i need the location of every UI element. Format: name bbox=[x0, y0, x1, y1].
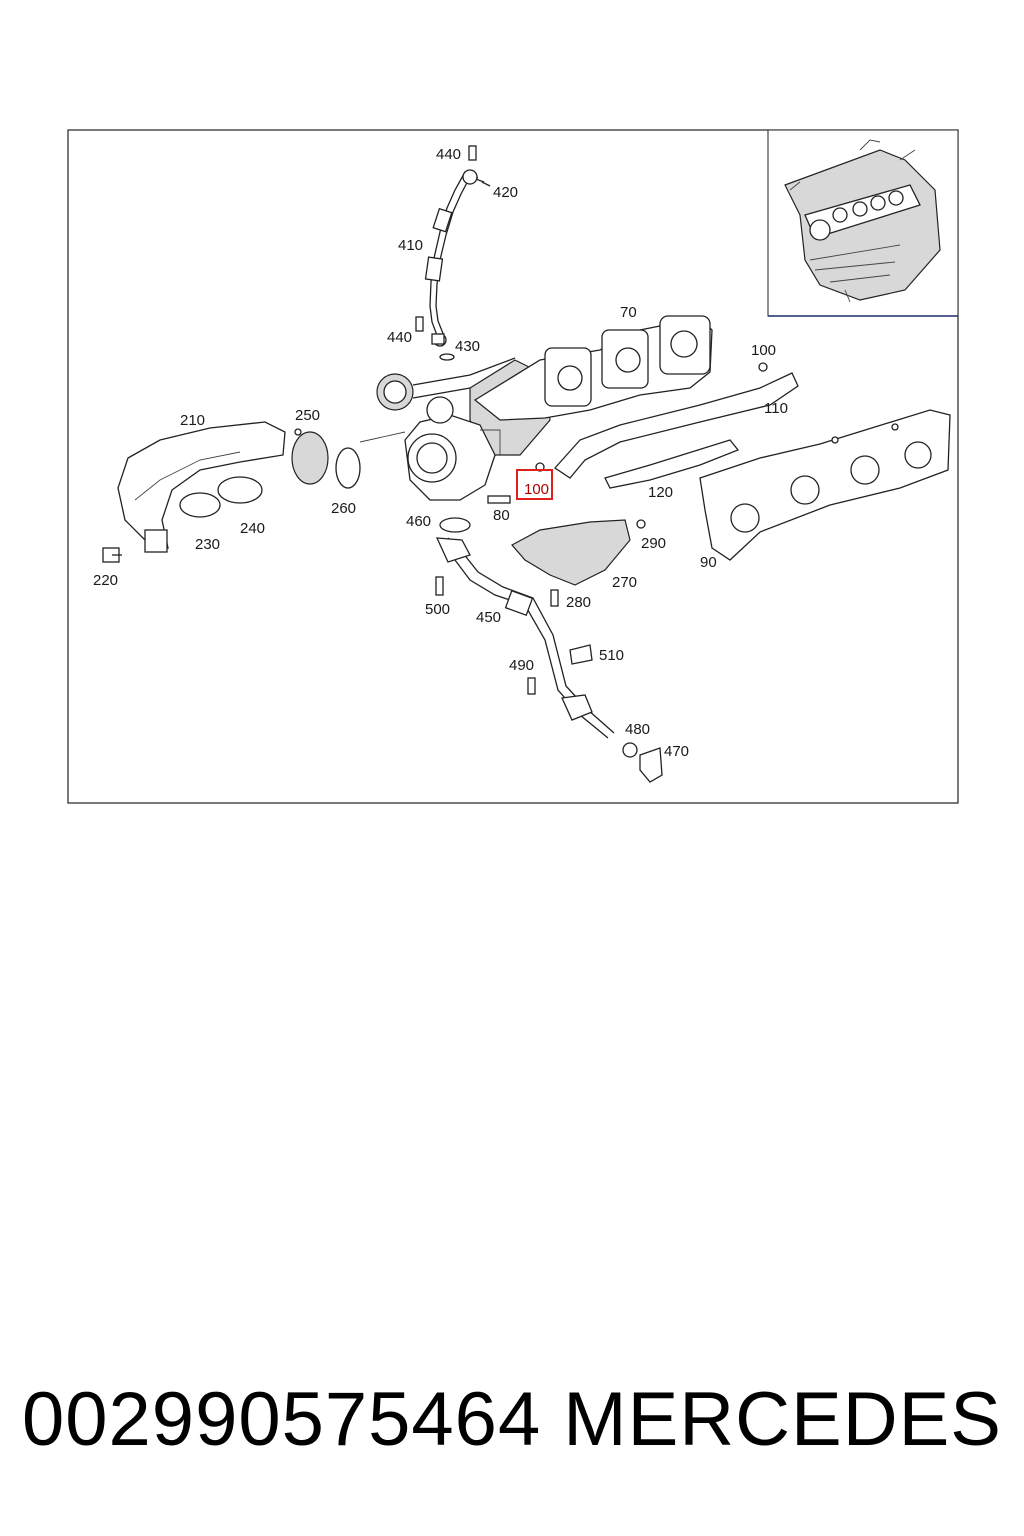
callout-100-highlighted: 100 bbox=[524, 481, 549, 498]
footer: 002990575464 MERCEDES bbox=[0, 1372, 1024, 1472]
callout-220: 220 bbox=[93, 572, 118, 589]
callout-210: 210 bbox=[180, 412, 205, 429]
highlight-box bbox=[516, 469, 553, 500]
heat-protection-plate bbox=[511, 519, 646, 586]
callout-440-bottom: 440 bbox=[387, 329, 412, 346]
callout-500: 500 bbox=[425, 601, 450, 618]
callout-230: 230 bbox=[195, 536, 220, 553]
callout-450: 450 bbox=[476, 609, 501, 626]
callout-480: 480 bbox=[625, 721, 650, 738]
oil-feed-line bbox=[415, 145, 491, 361]
callout-460: 460 bbox=[406, 513, 431, 530]
exhaust-manifold bbox=[473, 315, 713, 421]
manifold-gaskets bbox=[535, 362, 799, 489]
callout-250: 250 bbox=[295, 407, 320, 424]
part-number: 002990575464 bbox=[22, 1377, 542, 1462]
callout-280: 280 bbox=[566, 594, 591, 611]
callout-70: 70 bbox=[620, 304, 637, 321]
callout-260: 260 bbox=[331, 500, 356, 517]
callout-430: 430 bbox=[455, 338, 480, 355]
callout-270: 270 bbox=[612, 574, 637, 591]
callout-420: 420 bbox=[493, 184, 518, 201]
engine-inset bbox=[767, 129, 959, 317]
callout-80: 80 bbox=[493, 507, 510, 524]
callout-90: 90 bbox=[700, 554, 717, 571]
intake-pipe bbox=[102, 421, 361, 563]
callout-110: 110 bbox=[764, 400, 788, 417]
callout-490: 490 bbox=[509, 657, 534, 674]
callout-120: 120 bbox=[648, 484, 673, 501]
callout-290: 290 bbox=[641, 535, 666, 552]
callout-440-top: 440 bbox=[436, 146, 461, 163]
callout-240: 240 bbox=[240, 520, 265, 537]
callout-100-top: 100 bbox=[751, 342, 776, 359]
callout-470: 470 bbox=[664, 743, 689, 760]
heat-shield bbox=[699, 409, 951, 561]
brand-name: MERCEDES bbox=[563, 1377, 1002, 1462]
callout-510: 510 bbox=[599, 647, 624, 664]
callout-410: 410 bbox=[398, 237, 423, 254]
oil-drain-line bbox=[435, 495, 663, 783]
callout-labels: 440 420 410 440 430 70 100 110 210 250 1… bbox=[93, 146, 788, 760]
